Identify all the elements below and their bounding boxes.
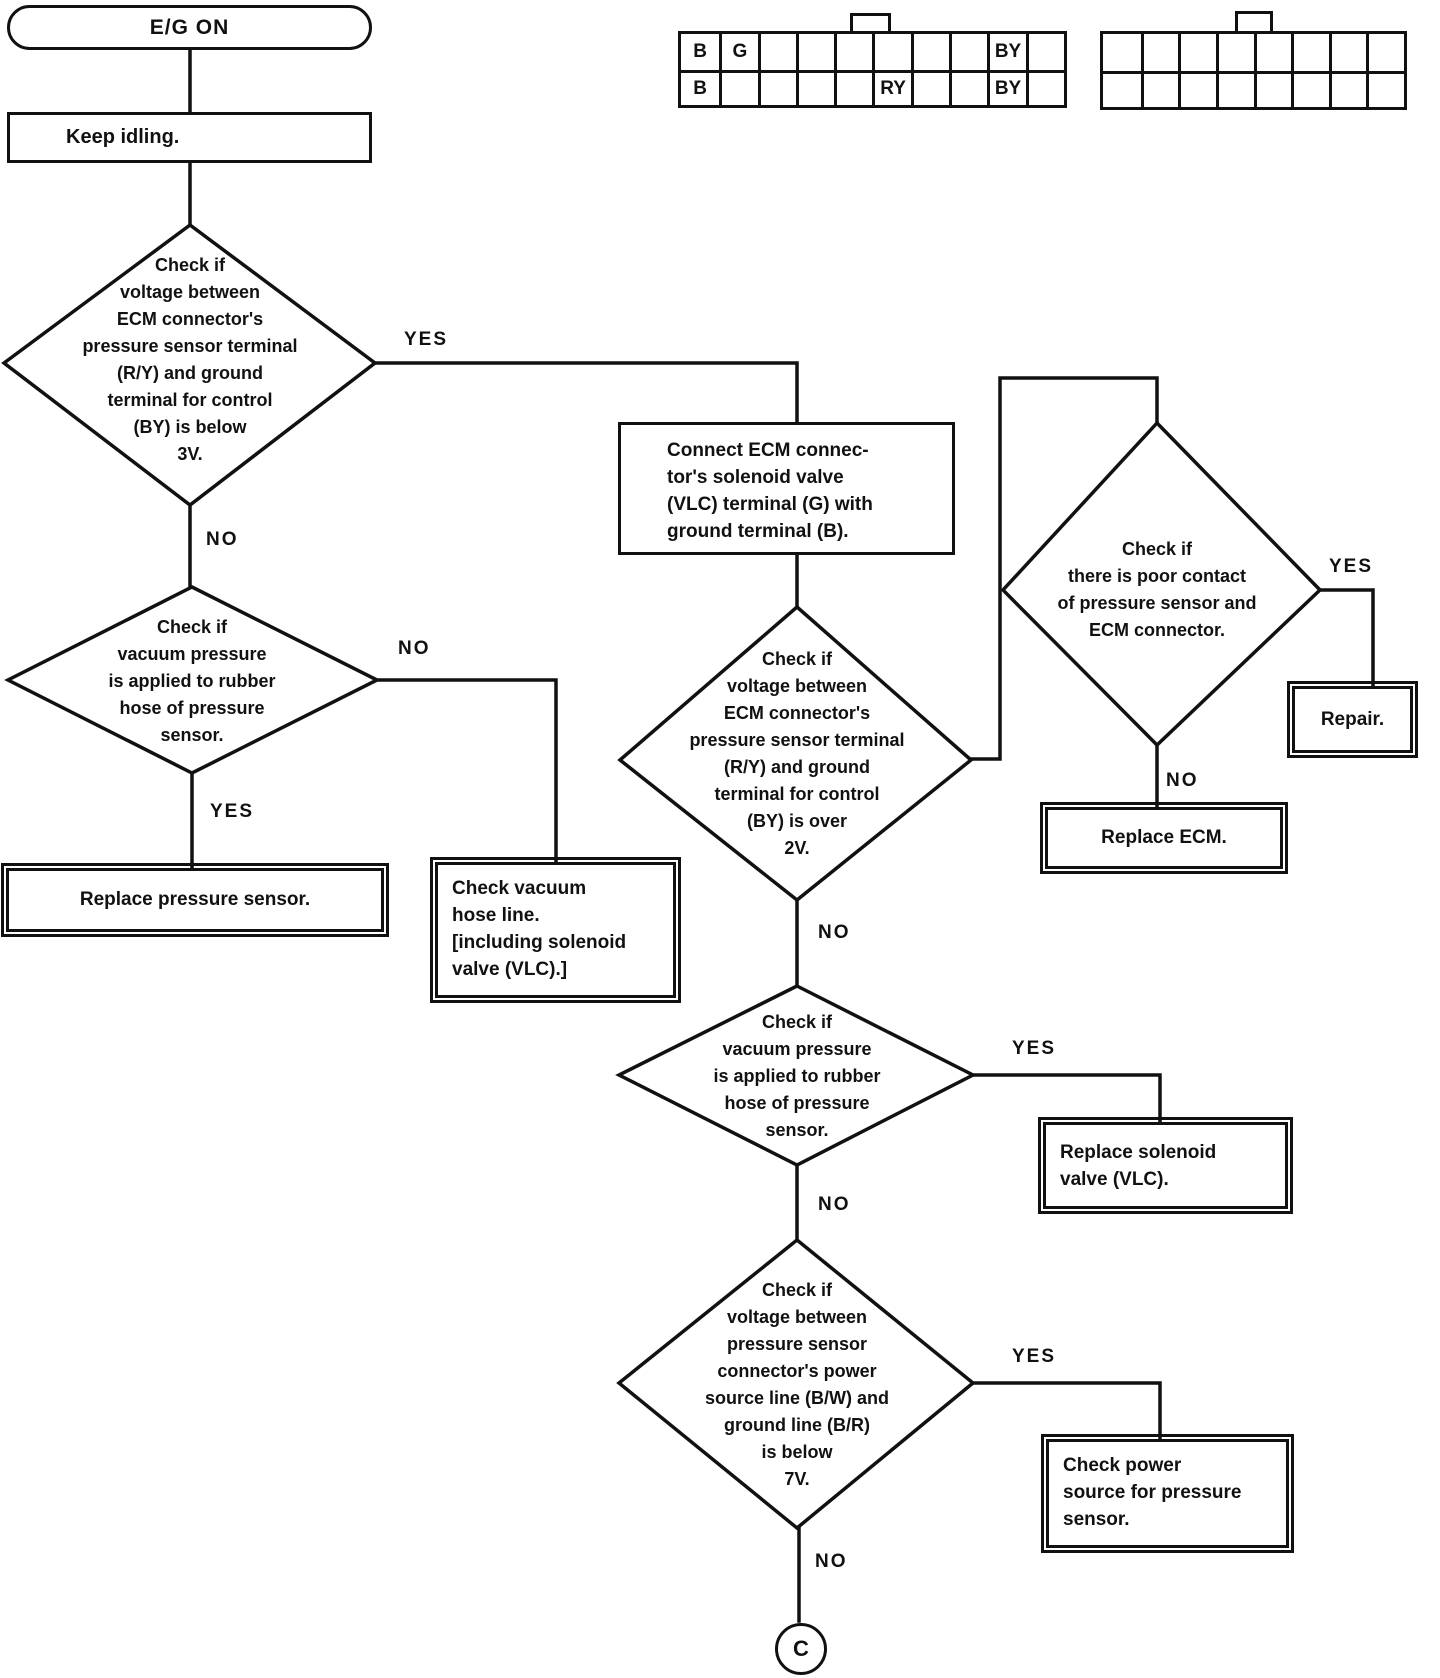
offpage-connector-c: C xyxy=(775,1623,827,1675)
right-connector-tab xyxy=(1235,11,1273,34)
pin-grid-right xyxy=(1100,31,1407,110)
pin-cell xyxy=(1103,70,1141,108)
label-yes-poor-contact: YES xyxy=(1329,556,1374,577)
pin-cell xyxy=(1025,69,1064,105)
label-no-below-3v: NO xyxy=(206,529,239,550)
pin-cell xyxy=(1328,34,1367,71)
pin-cell xyxy=(795,34,834,70)
check-power-source-box: Check power source for pressure sensor. xyxy=(1041,1434,1294,1553)
pin-cell xyxy=(1291,70,1329,107)
label-no-vacuum-left: NO xyxy=(398,638,431,659)
start-label: E/G ON xyxy=(149,15,230,39)
decision-diamond-poor-contact xyxy=(1000,420,1323,748)
offpage-connector-c-label: C xyxy=(793,1636,809,1661)
edge-d3-yes xyxy=(969,376,1159,761)
pin-cell xyxy=(795,69,835,105)
pin-cell: RY xyxy=(872,69,911,105)
pin-cell: B xyxy=(681,69,720,106)
label-no-vacuum-mid: NO xyxy=(818,1194,851,1215)
pin-cell xyxy=(1025,34,1064,70)
decision-text-over-2v: Check if voltage between ECM connector's… xyxy=(689,649,905,858)
label-yes-below-3v: YES xyxy=(404,329,449,350)
pin-cell xyxy=(834,69,873,105)
left-connector-tab xyxy=(850,13,891,34)
pin-cell xyxy=(1328,70,1367,107)
pin-cell xyxy=(910,69,950,105)
pin-cell xyxy=(949,69,988,105)
pin-cell xyxy=(1253,70,1292,107)
label-no-poor-contact: NO xyxy=(1166,770,1199,791)
decision-diamond-below-3v xyxy=(1,222,378,508)
decision-diamond-below-7v xyxy=(616,1237,976,1531)
pin-cell xyxy=(757,34,796,70)
edge-d1-yes xyxy=(373,361,799,425)
decision-text-below-3v: Check if voltage between ECM connector's… xyxy=(82,255,298,464)
decision-text-below-7v: Check if voltage between pressure sensor… xyxy=(704,1280,890,1489)
pin-cell xyxy=(910,34,949,70)
pin-cell: BY xyxy=(987,69,1026,105)
pin-cell: B xyxy=(693,40,708,62)
pin-cell: G xyxy=(719,34,757,70)
connect-ecm-box: Connect ECM connec- tor's solenoid valve… xyxy=(618,422,955,555)
keep-idling-label: Keep idling. xyxy=(66,126,180,148)
repair-box: Repair. xyxy=(1287,681,1418,758)
pin-cell: BY xyxy=(987,34,1025,70)
label-no-below-7v: NO xyxy=(815,1551,848,1572)
decision-diamond-over-2v xyxy=(617,604,974,903)
pin-cell xyxy=(1215,34,1254,71)
pin-cell xyxy=(1291,34,1329,71)
pin-cell xyxy=(949,34,987,70)
edge-d5-yes xyxy=(971,1381,1162,1443)
pin-cell xyxy=(1366,70,1404,107)
decision-text-vacuum-mid: Check if vacuum pressure is applied to r… xyxy=(713,1012,881,1140)
pin-cell xyxy=(719,69,758,105)
pin-cell xyxy=(1366,34,1404,71)
pin-cell xyxy=(1178,70,1216,107)
pin-cell xyxy=(1140,34,1179,71)
edge-d2-no xyxy=(375,678,558,865)
decision-text-poor-contact: Check if there is poor contact of pressu… xyxy=(1057,539,1257,640)
label-yes-vacuum-left: YES xyxy=(210,801,255,822)
pin-cell xyxy=(834,34,872,70)
pin-grid-left: B G BY B RY BY xyxy=(678,31,1067,108)
replace-ecm-box: Replace ECM. xyxy=(1040,802,1288,874)
check-vacuum-hose-box: Check vacuum hose line. [including solen… xyxy=(430,857,681,1003)
keep-idling-box: Keep idling. xyxy=(7,112,372,163)
replace-solenoid-valve-box: Replace solenoid valve (VLC). xyxy=(1038,1117,1293,1214)
label-yes-below-7v: YES xyxy=(1012,1346,1057,1367)
replace-pressure-sensor-box: Replace pressure sensor. xyxy=(1,863,389,937)
pin-cell xyxy=(757,69,796,105)
decision-text-vacuum-left: Check if vacuum pressure is applied to r… xyxy=(108,617,276,745)
pin-cell xyxy=(1215,70,1254,107)
pin-cell xyxy=(1178,34,1216,71)
decision-diamond-vacuum-mid xyxy=(615,984,977,1167)
edge-poorcontact-yes xyxy=(1318,588,1375,690)
label-yes-vacuum-mid: YES xyxy=(1012,1038,1057,1059)
pin-cell xyxy=(1140,70,1179,107)
start-node: E/G ON xyxy=(7,5,372,50)
label-no-over-2v: NO xyxy=(818,922,851,943)
pin-cell xyxy=(1103,34,1141,71)
decision-diamond-vacuum-left xyxy=(4,585,381,775)
edge-d4-yes xyxy=(971,1073,1162,1126)
pin-cell xyxy=(1253,34,1292,71)
pin-cell xyxy=(872,34,910,70)
